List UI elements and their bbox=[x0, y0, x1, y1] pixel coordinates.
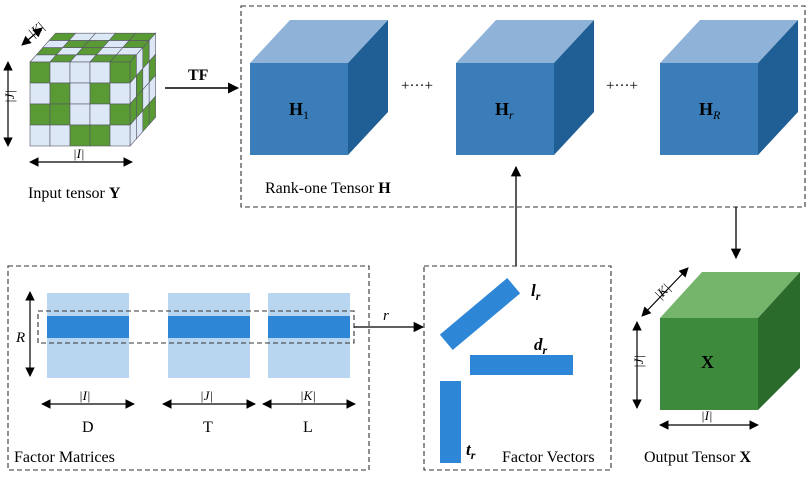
rank-one-cube: H1 bbox=[250, 20, 388, 155]
output-dim-k-label: |K| bbox=[652, 280, 674, 302]
output-cube-side bbox=[758, 272, 800, 410]
cube-side bbox=[348, 20, 388, 155]
cube-top bbox=[456, 20, 594, 63]
rank-one-cube-label: HR bbox=[699, 99, 721, 122]
cube-side bbox=[758, 20, 798, 155]
input-dim-k-label: |K| bbox=[25, 19, 47, 41]
factor-matrices-panel: R |I| D |J| T |K| L Factor Matrices bbox=[7, 265, 370, 471]
input-dim-k-arrow bbox=[21, 27, 43, 46]
ellipsis-1: +···+ bbox=[401, 78, 433, 94]
r-dim-label: R bbox=[15, 330, 25, 346]
factor-vectors-caption: Factor Vectors bbox=[502, 449, 595, 466]
input-cell bbox=[29, 103, 51, 126]
cube-front bbox=[456, 63, 554, 155]
input-cell bbox=[69, 61, 91, 84]
output-dim-k-arrow bbox=[641, 267, 689, 317]
matrix-selected-row bbox=[168, 316, 250, 338]
matrix-name: T bbox=[203, 419, 213, 436]
input-cell bbox=[49, 124, 71, 147]
output-tensor-caption: Output Tensor X bbox=[644, 449, 751, 466]
input-cell bbox=[109, 124, 131, 147]
ellipsis-2: +···+ bbox=[606, 78, 638, 94]
cube-side bbox=[554, 20, 594, 155]
input-cell bbox=[29, 82, 51, 105]
tf-arrow-group: TF bbox=[165, 67, 240, 94]
matrix-dim-label: |K| bbox=[300, 388, 316, 403]
input-cell bbox=[69, 82, 91, 105]
rank-one-cubes: H1 Hr HR bbox=[250, 20, 798, 155]
matrix-dim-label: |J| bbox=[200, 388, 213, 403]
tf-label: TF bbox=[188, 67, 209, 84]
factor-matrices-caption: Factor Matrices bbox=[14, 449, 115, 466]
factor-vectors-panel: lr dr tr Factor Vectors bbox=[423, 265, 612, 471]
input-cell bbox=[148, 95, 156, 126]
vector-d-label: dr bbox=[534, 335, 548, 357]
matrix-dim-label: |I| bbox=[79, 388, 90, 403]
input-cell bbox=[89, 103, 111, 126]
output-tensor: X |K| |J| |I| Output Tensor X bbox=[631, 267, 800, 466]
cube-top bbox=[660, 20, 798, 63]
input-dim-i-label: |I| bbox=[73, 146, 84, 161]
input-cell bbox=[49, 82, 71, 105]
input-cell bbox=[89, 124, 111, 147]
input-cell bbox=[69, 103, 91, 126]
input-tensor-caption: Input tensor Y bbox=[28, 185, 121, 202]
output-cube-top bbox=[660, 272, 800, 318]
vector-d bbox=[470, 355, 573, 375]
factor-matrix: |J| T bbox=[162, 293, 256, 436]
cube-front bbox=[250, 63, 348, 155]
input-cell bbox=[109, 103, 131, 126]
output-cube-label: X bbox=[701, 352, 714, 372]
input-cell bbox=[49, 103, 71, 126]
input-dim-j-label: |J| bbox=[2, 90, 17, 103]
factor-matrix: |I| D bbox=[41, 293, 135, 436]
factor-matrix: |K| L bbox=[262, 293, 356, 436]
cube-front bbox=[660, 63, 758, 155]
rank-one-cube: HR bbox=[660, 20, 798, 155]
vector-t-label: tr bbox=[466, 440, 476, 462]
input-tensor-cube bbox=[29, 32, 157, 147]
rank-one-box bbox=[240, 5, 806, 208]
matrix-name: L bbox=[303, 419, 313, 436]
factor-matrices: |I| D |J| T |K| L bbox=[41, 293, 356, 436]
output-cube-front bbox=[660, 318, 758, 410]
input-tensor: |K| |J| |I| Input tensor Y bbox=[2, 19, 157, 202]
matrix-name: D bbox=[82, 419, 94, 436]
rank-one-cube: Hr bbox=[456, 20, 594, 155]
factor-matrices-box bbox=[7, 265, 370, 471]
input-cell bbox=[89, 61, 111, 84]
vector-t bbox=[440, 381, 461, 463]
input-cell bbox=[69, 124, 91, 147]
input-cell bbox=[109, 61, 131, 84]
rank-one-cube-label: Hr bbox=[495, 99, 514, 122]
input-cell bbox=[109, 82, 131, 105]
rank-one-tensor-panel: H1 Hr HR +···+ +···+ Rank-one Tensor H bbox=[240, 5, 806, 208]
vector-l-label: lr bbox=[531, 281, 541, 303]
r-selection-label: r bbox=[383, 308, 389, 324]
input-cell bbox=[29, 61, 51, 84]
vector-l bbox=[439, 278, 521, 350]
matrix-selected-row bbox=[268, 316, 350, 338]
output-dim-i-label: |I| bbox=[701, 408, 712, 423]
input-cell bbox=[89, 82, 111, 105]
input-cell bbox=[49, 61, 71, 84]
output-dim-j-label: |J| bbox=[631, 355, 646, 368]
rank-one-cube-label: H1 bbox=[289, 99, 309, 122]
factor-vectors-box bbox=[423, 265, 612, 471]
matrix-selected-row bbox=[47, 316, 129, 338]
rank-one-caption: Rank-one Tensor H bbox=[265, 180, 391, 197]
cube-top bbox=[250, 20, 388, 63]
input-cell bbox=[29, 124, 51, 147]
